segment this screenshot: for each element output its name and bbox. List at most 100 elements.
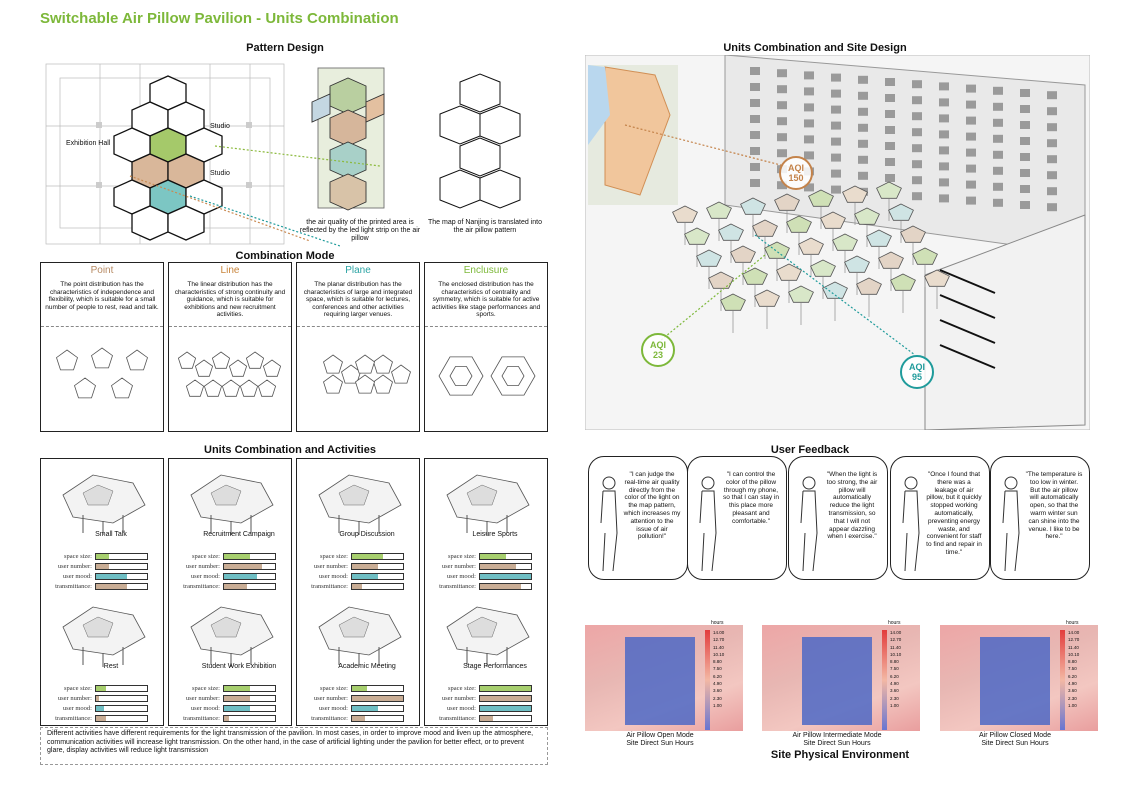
combination-title: Enclusure	[463, 265, 509, 276]
scale-value: 10.10	[890, 651, 902, 657]
metric-track	[479, 714, 532, 722]
activity-metrics: space size:user number:user mood:transmi…	[45, 683, 148, 723]
activity-name: Stage Performances	[463, 663, 527, 670]
metric-track	[351, 694, 404, 702]
metric-fill	[224, 705, 250, 711]
metric-label: user number:	[313, 694, 348, 702]
scale-value: 10.10	[713, 651, 725, 657]
exhibition-hall-label: Exhibition Hall	[66, 140, 111, 147]
metric-label: space size:	[64, 684, 92, 692]
metric-label: space size:	[320, 684, 348, 692]
studio-label-2: Studio	[210, 170, 230, 177]
metric-fill	[480, 573, 531, 579]
metric-fill	[352, 705, 378, 711]
metric-row: user number:	[301, 561, 404, 571]
scale-value: 12.70	[713, 637, 725, 643]
building-shadow	[980, 637, 1050, 725]
combination-diagram	[438, 356, 536, 396]
activity-metrics: space size:user number:user mood:transmi…	[429, 683, 532, 723]
metric-track	[95, 562, 148, 570]
metric-fill	[480, 715, 493, 721]
combination-title: Plane	[345, 265, 371, 276]
color-scale	[705, 630, 710, 730]
metric-row: user number:	[429, 693, 532, 703]
map-caption-sub: Site Direct Sun Hours	[981, 740, 1049, 747]
metric-track	[95, 552, 148, 560]
metric-row: user mood:	[173, 703, 276, 713]
activity-illustration	[446, 606, 530, 667]
activity-illustration	[318, 474, 402, 535]
feedback-quote: "I can control the color of the pillow t…	[722, 471, 779, 525]
metric-track	[95, 684, 148, 692]
metric-track	[479, 572, 532, 580]
metric-row: user number:	[173, 561, 276, 571]
metric-fill	[352, 583, 363, 589]
physical-heading: Site Physical Environment	[770, 749, 910, 761]
aqi-value: 150	[788, 173, 804, 183]
metric-track	[479, 684, 532, 692]
scale-value: 11.40	[890, 644, 901, 650]
metric-row: space size:	[301, 683, 404, 693]
sun-hours-map	[940, 625, 1098, 731]
metric-fill	[96, 715, 107, 721]
scale-value: 10.10	[1068, 651, 1080, 657]
aqi-label: AQI	[908, 362, 925, 372]
metric-fill	[352, 573, 378, 579]
site-heading: Units Combination and Site Design	[723, 42, 907, 54]
metric-row: user mood:	[45, 571, 148, 581]
activities-note: Different activities have different requ…	[47, 730, 534, 754]
metric-fill	[352, 695, 403, 701]
metric-label: transmittance:	[55, 714, 92, 722]
aqi-value: 23	[652, 350, 663, 360]
metric-fill	[224, 583, 247, 589]
metric-row: user number:	[429, 561, 532, 571]
metric-label: user number:	[441, 562, 476, 570]
metric-row: transmittance:	[301, 581, 404, 591]
metric-row: space size:	[45, 551, 148, 561]
metric-row: space size:	[173, 551, 276, 561]
combination-mode-heading: Combination Mode	[235, 250, 335, 262]
scale-value: 8.80	[1068, 659, 1077, 665]
activities-note-box: Different activities have different requ…	[40, 727, 548, 765]
metric-track	[479, 562, 532, 570]
metric-fill	[224, 715, 230, 721]
metric-label: user mood:	[190, 704, 220, 712]
metric-label: space size:	[320, 552, 348, 560]
scale-value: 4.90	[1068, 681, 1077, 687]
metric-track	[223, 552, 276, 560]
metric-row: space size:	[45, 683, 148, 693]
activity-name: Leisure Sports	[472, 531, 518, 538]
metric-label: user number:	[185, 694, 220, 702]
metric-track	[223, 684, 276, 692]
metric-track	[479, 582, 532, 590]
combination-text: The enclosed distribution has the charac…	[431, 281, 541, 319]
scale-value: 14.00	[713, 630, 725, 635]
scale-value: 2.30	[713, 695, 722, 701]
aqi-label: AQI	[787, 163, 804, 173]
metric-label: user mood:	[190, 572, 220, 580]
metric-fill	[224, 563, 263, 569]
metric-fill	[96, 705, 104, 711]
color-scale	[1060, 630, 1065, 730]
scale-value: 1.00	[890, 702, 899, 708]
scale-value: 8.80	[713, 659, 722, 665]
scale-value: 11.40	[713, 644, 724, 650]
metric-label: user number:	[313, 562, 348, 570]
metric-fill	[480, 553, 506, 559]
metric-label: user mood:	[446, 572, 476, 580]
metric-fill	[480, 705, 531, 711]
feedback-bubble: "Once I found that there was a leakage o…	[890, 456, 990, 580]
feedback-quote: "I can judge the real-time air quality d…	[623, 471, 681, 541]
metric-track	[223, 714, 276, 722]
feedback-bubble: "I can control the color of the pillow t…	[687, 456, 787, 580]
activity-name: Academic Meeting	[338, 663, 396, 670]
combination-diagram	[323, 354, 411, 394]
metric-track	[479, 552, 532, 560]
scale-value: 7.50	[890, 666, 899, 672]
